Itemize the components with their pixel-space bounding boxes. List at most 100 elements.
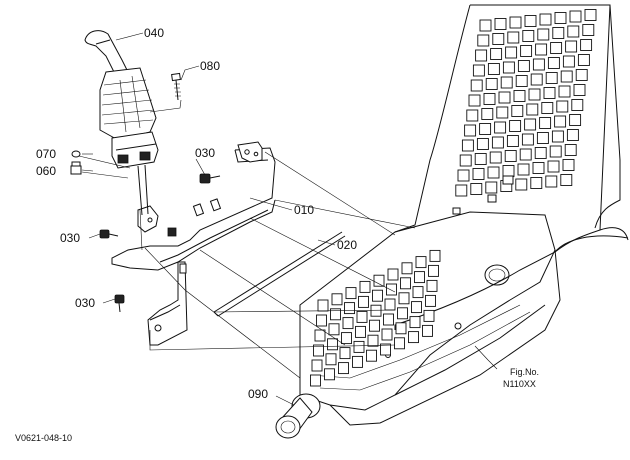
mesh-cell [562,55,575,68]
mesh-cell [573,84,586,96]
mesh-cell [311,359,323,372]
grommet-090 [275,393,321,439]
mesh-cell [341,332,352,345]
mesh-cell [522,30,535,42]
mesh-cell [352,355,363,368]
bolt-030-middle [99,229,119,239]
mesh-cell [479,19,492,32]
mesh-cell [556,100,569,113]
mesh-cell [505,46,518,59]
mesh-cell [457,169,470,182]
callout-030-upper: 030 [195,146,215,160]
mesh-cell [504,150,517,162]
mesh-cell [372,289,383,302]
mesh-cell [369,319,380,332]
fitting-060 [70,161,82,175]
mesh-cell [562,159,575,171]
mesh-cell [331,293,343,306]
mesh-cell [539,117,552,129]
mesh-cell [423,309,435,322]
mesh-cell [554,115,567,128]
mesh-cell [543,87,556,99]
mesh-cell [411,301,422,314]
mesh-cell [461,139,474,152]
callout-020: 020 [337,238,357,252]
mesh-cell [328,323,340,336]
mesh-cell [386,283,397,296]
mesh-cell [491,136,504,149]
mesh-cell [507,31,520,44]
mesh-cell [470,79,483,92]
mesh-cell [552,27,565,39]
mesh-cell [476,138,489,150]
mesh-cell [475,49,488,62]
mesh-cell [455,184,468,197]
mesh-cell [550,42,563,54]
mesh-cell [314,329,326,342]
mesh-cell [547,160,560,173]
mesh-cell [494,121,507,134]
mesh-cell [492,33,505,45]
drawing-code: V0621-048-10 [15,433,72,443]
mesh-cell [408,331,419,344]
mesh-cell [496,106,509,119]
mesh-cell [565,40,578,53]
mesh-cell [483,93,496,105]
mesh-cell [569,10,582,23]
mesh-grid-lower [310,249,441,387]
mesh-cell [344,302,355,315]
mesh-cell [541,102,554,114]
mesh-cell [524,15,537,27]
mesh-cell [338,362,349,375]
mesh-cell [584,9,597,21]
mesh-cell [401,262,413,275]
callout-040: 040 [144,26,164,40]
mesh-cell [395,322,407,335]
mesh-cell [526,103,539,116]
mesh-cell [549,145,562,158]
mesh-cell [422,324,433,337]
mesh-cell [535,43,548,56]
callout-030-lower: 030 [75,296,95,310]
mesh-cell [551,130,564,143]
mesh-cell [373,274,385,287]
mesh-cell [342,317,354,330]
mesh-cell [485,181,498,194]
mesh-cell [367,334,379,347]
mesh-cell [519,148,532,161]
mesh-cell [479,123,492,135]
mesh-cell [384,298,396,311]
mesh-cell [515,178,528,191]
callout-labels: 040 080 030 070 060 010 030 020 030 090 … [15,26,539,443]
mesh-cell [330,308,341,321]
mesh-cell [564,144,577,156]
mesh-cell [534,147,547,159]
mesh-cell [490,48,503,60]
mesh-cell [569,114,582,126]
mesh-cell [426,279,438,292]
mesh-cell [539,13,552,26]
mesh-cell [498,91,511,104]
cab-side-panel [299,4,629,426]
mesh-cell [359,280,371,293]
mesh-cell [310,374,321,387]
figure-ref-line2: N110XX [503,379,536,389]
mounting-bracket-010 [111,141,276,346]
mesh-cell [345,287,357,300]
mesh-cell [477,34,490,47]
mesh-cell [545,72,558,84]
mesh-cell [339,347,351,360]
mesh-cell [494,18,507,30]
mesh-cell [530,73,543,86]
mesh-cell [358,295,369,308]
mesh-cell [537,28,550,41]
mesh-cell [515,75,528,87]
mesh-cell [517,163,530,176]
mesh-cell [520,45,533,57]
mesh-cell [398,292,410,305]
bolt-030-upper [199,173,221,184]
mesh-cell [409,316,421,329]
mesh-cell [566,129,579,141]
mesh-cell [532,162,545,174]
mesh-cell [560,174,573,186]
